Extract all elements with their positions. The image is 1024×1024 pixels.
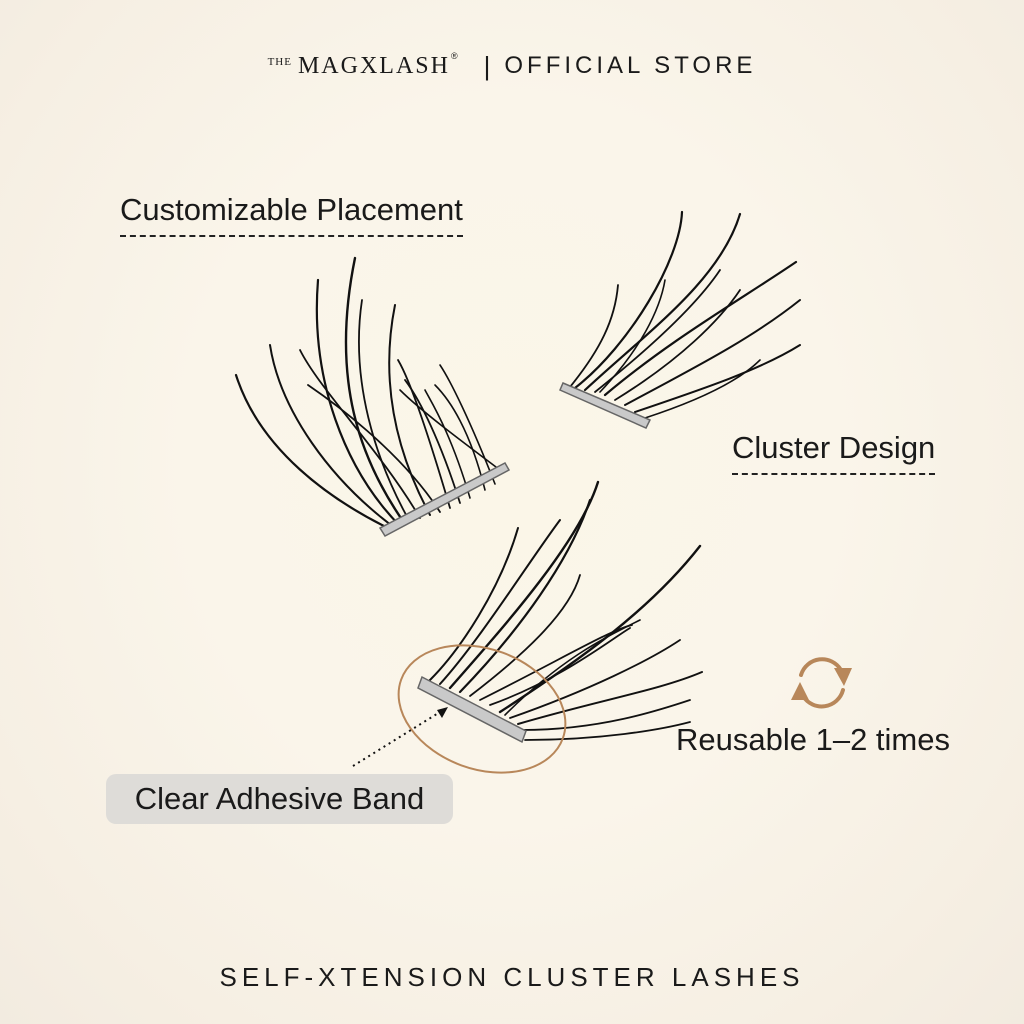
lash-cluster-left <box>234 256 501 532</box>
official-store-label: OFFICIAL STORE <box>504 52 757 79</box>
lash-band-bottom <box>417 675 527 744</box>
header-separator: | <box>483 50 491 81</box>
refresh-arrowhead-top <box>834 668 852 686</box>
lash-cluster-right <box>569 210 801 419</box>
adhesive-highlight-ellipse <box>397 644 567 774</box>
brand-name: MAGXLASH <box>297 52 450 79</box>
pointer-arrowhead <box>437 707 448 718</box>
customizable-placement-label: Customizable Placement <box>120 194 463 237</box>
cluster-design-label: Cluster Design <box>732 432 936 475</box>
product-title: SELF-XTENSION CLUSTER LASHES <box>219 962 805 992</box>
brand-prefix: THE <box>267 56 292 68</box>
store-header: THE MAGXLASH ® | OFFICIAL STORE <box>0 48 1024 84</box>
reusable-label: Reusable 1–2 times <box>676 722 950 757</box>
refresh-arrowhead-bottom <box>791 682 809 700</box>
dotted-pointer-line <box>352 711 441 767</box>
lash-band-right <box>559 382 652 429</box>
lash-cluster-bottom <box>429 480 703 741</box>
refresh-cycle-icon <box>799 657 845 709</box>
lash-band-left <box>378 462 511 537</box>
clear-adhesive-band-label: Clear Adhesive Band <box>106 774 453 824</box>
registered-mark: ® <box>450 51 458 61</box>
